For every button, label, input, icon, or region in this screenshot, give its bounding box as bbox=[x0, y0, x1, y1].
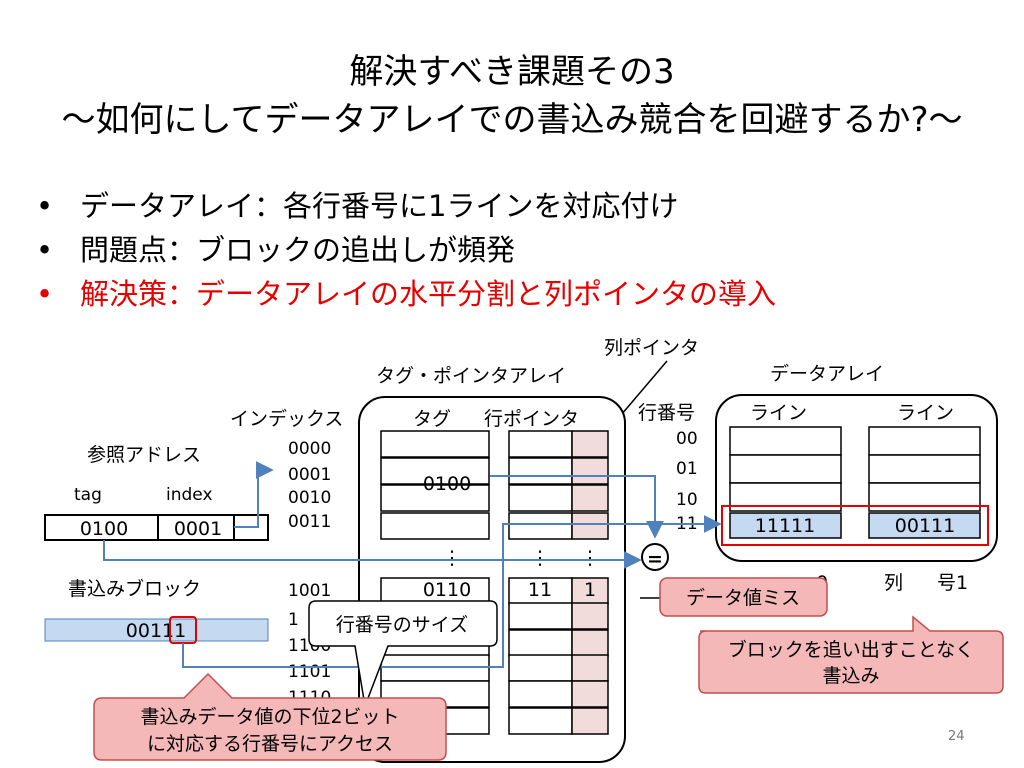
bullet-text: データアレイ：各行番号に1ラインを対応付け bbox=[80, 189, 679, 223]
lower-bits-text: 書込みデータ値の下位2ビット bbox=[140, 706, 399, 728]
data-line-cell-highlighted bbox=[868, 512, 981, 539]
data-line-cell bbox=[729, 454, 842, 484]
target-row-highlight bbox=[721, 505, 989, 546]
row-size-text: 行番号のサイズ bbox=[336, 614, 468, 636]
data-miss-text: データ値ミス bbox=[686, 587, 800, 609]
slide-title-line-2: ～如何にしてデータアレイでの書込み競合を回避するか?～ bbox=[61, 100, 963, 140]
row-pointer-cell bbox=[508, 629, 573, 657]
address-register bbox=[44, 514, 269, 541]
data-line-value: 00111 bbox=[895, 515, 955, 537]
line-column-header: ライン bbox=[750, 402, 807, 424]
lower-bits-text: に対応する行番号にアクセス bbox=[147, 733, 393, 755]
column-number-label: 号1 bbox=[937, 572, 968, 594]
index-value: 0011 bbox=[288, 512, 331, 532]
tag-cell-value: 0110 bbox=[423, 579, 471, 601]
ellipsis: ⋮ bbox=[581, 547, 600, 569]
index-value: 1001 bbox=[288, 581, 331, 601]
tag-cell bbox=[380, 512, 490, 540]
slide-title-line-1: 解決すべき課題その3 bbox=[349, 52, 675, 92]
tag-cell bbox=[380, 484, 490, 512]
write-block-label: 書込みブロック bbox=[68, 577, 201, 600]
column-number-label: 列 bbox=[884, 572, 903, 594]
tag-cell bbox=[380, 457, 490, 485]
row-size-speech-bubble bbox=[308, 600, 498, 709]
column-pointer-cell bbox=[571, 484, 609, 512]
column-pointer-cell bbox=[571, 680, 609, 708]
data-array-grid bbox=[729, 426, 981, 512]
comparator-symbol: = bbox=[647, 548, 663, 570]
tag-cell bbox=[380, 430, 490, 458]
data-array-title: データアレイ bbox=[770, 363, 884, 385]
index-value: 0010 bbox=[288, 488, 331, 508]
page-number: 24 bbox=[948, 729, 965, 744]
row-pointer-cell bbox=[508, 602, 573, 630]
address-tag-value: 0100 bbox=[80, 518, 128, 540]
tag-pointer-array-title: タグ・ポインタアレイ bbox=[376, 365, 566, 387]
reference-address-label: 参照アドレス bbox=[87, 444, 201, 466]
index-field-label: index bbox=[166, 485, 213, 505]
row-pointer-cell bbox=[508, 654, 573, 682]
bullet-list: •データアレイ：各行番号に1ラインを対応付け •問題点：ブロックの追出しが頻発 … bbox=[36, 186, 776, 318]
data-line-cell-highlighted bbox=[729, 512, 842, 539]
write-block-value: 00111 bbox=[126, 620, 186, 642]
no-eviction-callout bbox=[698, 615, 1004, 694]
index-value: 1 bbox=[288, 610, 299, 630]
column-pointer-cell bbox=[571, 602, 609, 630]
row-number: 01 bbox=[676, 459, 698, 479]
write-block bbox=[44, 618, 269, 642]
index-column-header: インデックス bbox=[230, 408, 343, 430]
row-pointer-cell bbox=[508, 484, 573, 512]
row-pointer-cell bbox=[508, 512, 573, 540]
row-pointer-cell-value: 11 bbox=[528, 579, 552, 601]
column-pointer-cell bbox=[571, 654, 609, 682]
column-pointer-label: 列ポインタ bbox=[604, 337, 699, 359]
index-value: 1101 bbox=[288, 662, 331, 682]
lower-bits-callout bbox=[93, 672, 447, 761]
row-number-header: 行番号 bbox=[638, 402, 695, 424]
bullet-marker: • bbox=[36, 189, 54, 223]
column-pointer-cell bbox=[571, 430, 609, 458]
bullet-item-solution: • 解決策：データアレイの水平分割と列ポインタの導入 bbox=[36, 274, 776, 318]
tag-cell-value: 0100 bbox=[423, 473, 471, 495]
line-column-header: ライン bbox=[897, 402, 954, 424]
row-pointer-cell bbox=[508, 680, 573, 708]
bullet-marker: • bbox=[36, 233, 54, 267]
tag-column-header: タグ bbox=[413, 408, 451, 430]
address-index-value: 0001 bbox=[174, 518, 222, 540]
signal-paths bbox=[103, 461, 722, 668]
data-line-cell bbox=[729, 426, 842, 456]
bullet-item: • 問題点：ブロックの追出しが頻発 bbox=[36, 230, 776, 274]
bullet-text: 問題点：ブロックの追出しが頻発 bbox=[80, 233, 516, 267]
column-pointer-cell bbox=[571, 512, 609, 540]
ellipsis: ⋮ bbox=[531, 547, 550, 569]
bullet-text: 解決策：データアレイの水平分割と列ポインタの導入 bbox=[80, 277, 777, 311]
tag-cell bbox=[380, 577, 490, 605]
data-line-value: 11111 bbox=[755, 515, 815, 537]
row-pointer-cell bbox=[508, 577, 573, 605]
column-pointer-cell bbox=[571, 629, 609, 657]
bullet-marker: • bbox=[36, 277, 54, 311]
tag-field-label: tag bbox=[74, 485, 102, 505]
data-line-cell bbox=[868, 426, 981, 456]
no-eviction-text: 書込み bbox=[822, 665, 879, 687]
row-pointer-column-header: 行ポインタ bbox=[484, 408, 579, 430]
row-pointer-cell bbox=[508, 457, 573, 485]
column-pointer-cell bbox=[571, 457, 609, 485]
index-value: 0000 bbox=[288, 439, 331, 459]
data-miss-callout bbox=[659, 577, 828, 617]
column-pointer-cell-value: 1 bbox=[584, 579, 596, 601]
row-number: 00 bbox=[676, 429, 698, 449]
row-pointer-cell bbox=[508, 430, 573, 458]
row-number: 10 bbox=[676, 490, 698, 510]
index-value: 0001 bbox=[288, 465, 331, 485]
no-eviction-text: ブロックを追い出すことなく bbox=[728, 638, 974, 661]
comparator-icon bbox=[641, 543, 669, 571]
column-pointer-cell bbox=[571, 707, 609, 735]
data-line-cell bbox=[868, 454, 981, 484]
ellipsis: ⋮ bbox=[443, 547, 462, 569]
bullet-item: • データアレイ：各行番号に1ラインを対応付け bbox=[36, 186, 776, 230]
row-pointer-cell bbox=[508, 707, 573, 735]
